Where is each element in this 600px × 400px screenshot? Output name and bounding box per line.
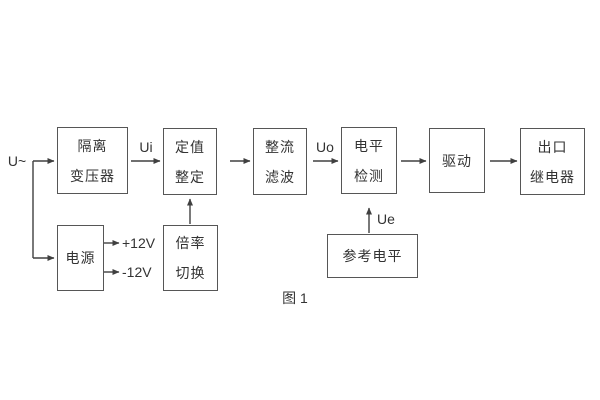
label-ui: Ui: [139, 139, 153, 155]
block-level-detection-line2: 检测: [354, 167, 384, 184]
block-ratio-switch-line2: 切换: [175, 265, 206, 281]
figure-caption: 图 1: [282, 290, 308, 306]
block-isolation-transformer-line1: 隔离: [77, 137, 108, 154]
block-drive-line1: 驱动: [442, 152, 472, 169]
block-power-supply-line1: 电源: [65, 250, 96, 266]
label-input-voltage: U~: [7, 153, 27, 169]
label-uo: Uo: [316, 139, 334, 155]
block-output-relay-line1: 出口: [537, 138, 568, 155]
label-minus-12v: -12V: [122, 264, 152, 280]
block-output-relay-line2: 继电器: [530, 168, 575, 185]
block-level-detection-line1: 电平: [354, 137, 384, 154]
block-level-detection: 电平 检测: [341, 127, 397, 194]
block-setting-line2: 整定: [175, 168, 205, 185]
block-rectifier-filter: 整流 滤波: [253, 128, 307, 195]
block-output-relay: 出口 继电器: [520, 128, 585, 195]
block-ratio-switch-line1: 倍率: [175, 235, 206, 251]
label-ue: Ue: [377, 211, 395, 227]
block-setting-line1: 定值: [175, 138, 205, 155]
block-power-supply: 电源: [57, 225, 104, 291]
block-reference-level: 参考电平: [327, 234, 418, 278]
block-isolation-transformer: 隔离 变压器: [57, 127, 128, 194]
label-plus-12v: +12V: [122, 235, 156, 251]
block-rectifier-filter-line2: 滤波: [265, 168, 295, 185]
block-drive: 驱动: [429, 128, 485, 193]
block-reference-level-line1: 参考电平: [342, 248, 403, 264]
block-ratio-switch: 倍率 切换: [163, 225, 218, 291]
block-rectifier-filter-line1: 整流: [265, 138, 295, 155]
block-setting: 定值 整定: [163, 128, 217, 195]
block-isolation-transformer-line2: 变压器: [70, 167, 115, 184]
